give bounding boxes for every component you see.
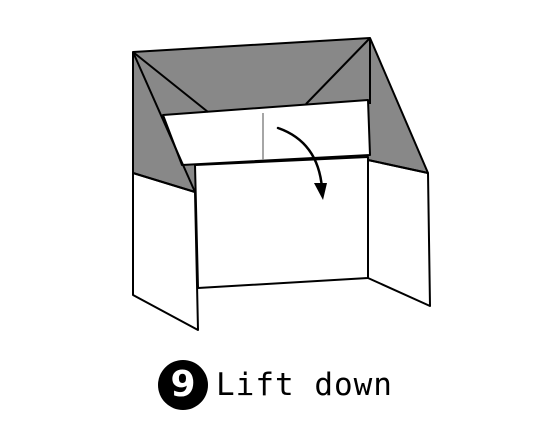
lift-down-arrowhead bbox=[314, 183, 327, 200]
right-side-panel bbox=[367, 159, 431, 307]
left-side-panel bbox=[132, 172, 199, 331]
left-inner-fold-line bbox=[132, 51, 209, 113]
lift-down-arrow bbox=[276, 126, 324, 190]
right-side-fold-edge bbox=[367, 159, 429, 174]
roof-outline bbox=[132, 37, 429, 174]
step-caption: 9 Lift down bbox=[158, 360, 393, 410]
left-side-fold-edge bbox=[132, 172, 196, 193]
front-panel bbox=[194, 156, 369, 289]
right-inner-fold-line bbox=[305, 37, 371, 105]
step-number-badge: 9 bbox=[158, 360, 208, 410]
left-fold-line bbox=[132, 51, 196, 193]
step-instruction: Lift down bbox=[216, 366, 393, 403]
